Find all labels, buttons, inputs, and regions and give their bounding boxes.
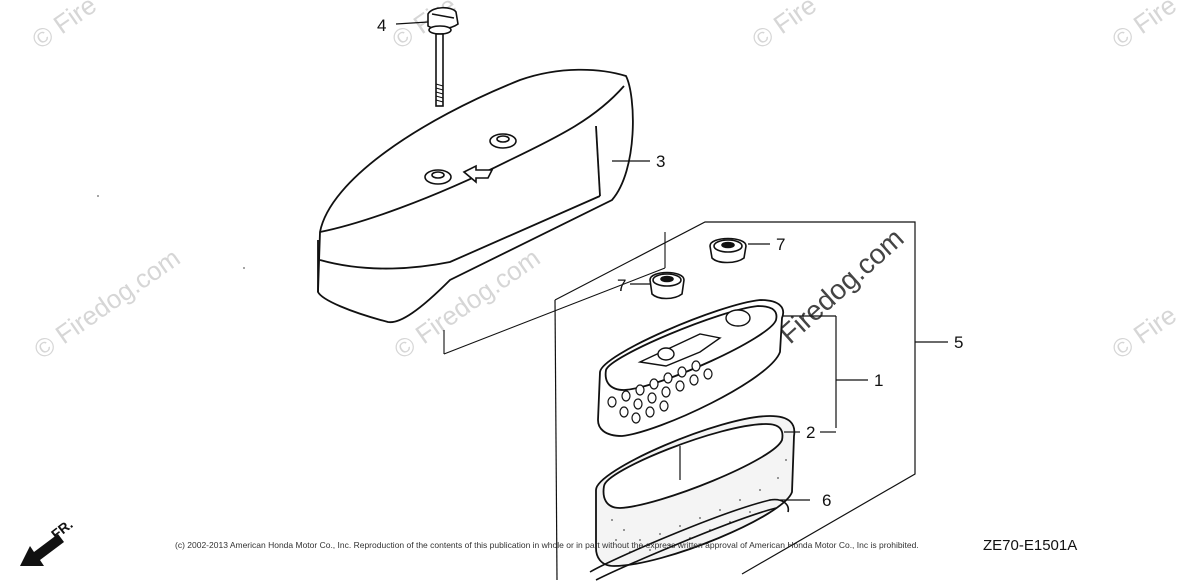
part-1-filter-element: [597, 299, 784, 437]
part-4-wing-bolt: [427, 6, 459, 107]
leader-4: [395, 21, 429, 25]
front-arrow-icon: [20, 534, 64, 566]
part-6-gasket: [589, 498, 790, 581]
callout-2: 2: [806, 423, 815, 442]
stray-dot: [243, 267, 245, 269]
arrow-icon: [462, 164, 494, 184]
assembly-box: [554, 221, 916, 581]
leader-1-bracket: [782, 315, 868, 428]
callout-1: 1: [874, 371, 883, 390]
front-label: FR.: [48, 516, 76, 542]
callout-5: 5: [954, 333, 963, 352]
watermark-top-left: © Fire: [26, 0, 102, 55]
cover-grommets: [424, 133, 517, 185]
stray-dot: [97, 195, 99, 197]
part-2-foam-filter: [595, 415, 796, 567]
watermark-mid-right: © Fire: [1106, 300, 1180, 365]
watermark-top-far-right: © Fire: [1106, 0, 1180, 55]
filter-holes: [607, 360, 713, 424]
callout-4: 4: [377, 16, 386, 35]
diagram-code: ZE70-E1501A: [983, 537, 1077, 554]
callout-7-left: 7: [617, 276, 626, 295]
part-7-grommet-left: [649, 271, 685, 300]
foam-texture: [611, 459, 787, 553]
part-3-cover: [317, 68, 634, 323]
copyright-notice: (c) 2002-2013 American Honda Motor Co., …: [175, 540, 919, 550]
callout-6: 6: [822, 491, 831, 510]
callout-3: 3: [656, 152, 665, 171]
callout-7-right: 7: [776, 235, 785, 254]
front-direction-indicator: FR.: [20, 516, 76, 566]
watermark-on-part: Firedog.com: [773, 222, 909, 349]
watermark-top-right: © Fire: [746, 0, 822, 55]
callout-labels: 4 3 7 7 5 1 2 6: [377, 16, 963, 510]
watermark-mid-left: © Firedog.com: [28, 242, 185, 365]
part-7-grommet-right: [709, 237, 747, 264]
